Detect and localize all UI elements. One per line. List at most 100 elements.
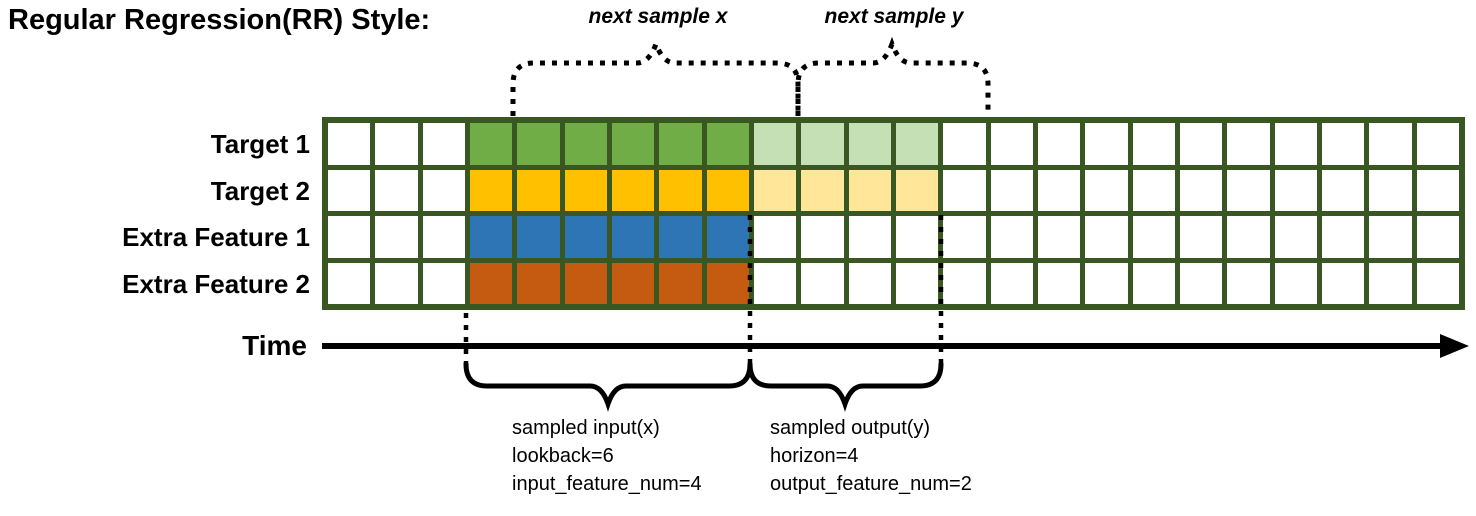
output-sample-line: output_feature_num=2 [770,473,972,495]
grid-cell [1037,262,1081,304]
grid-cell [1369,123,1412,165]
grid-cell [706,169,749,211]
grid-cell [753,169,797,211]
grid-cell [1227,216,1270,258]
grid-cell [706,123,749,165]
grid-cell [328,262,371,304]
grid-cell [848,262,891,304]
grid-cell [517,262,560,304]
grid-cell [753,216,797,258]
grid-cell [564,216,607,258]
grid-cell [517,216,560,258]
sampled-output-brace [747,361,944,412]
output-sample-annotation: sampled output(y) horizon=4 output_featu… [770,414,972,498]
input-sample-line: sampled input(x) [512,417,660,439]
grid-cell [611,123,655,165]
grid-cell [564,169,607,211]
grid-cell [659,262,702,304]
grid-cell [1037,216,1081,258]
grid-cell [1037,169,1081,211]
grid-cell [1037,123,1081,165]
grid-cell [659,216,702,258]
grid-cell [375,123,418,165]
grid-cell [1416,262,1459,304]
grid-cell [1179,262,1223,304]
grid-cell [1321,262,1365,304]
output-sample-line: horizon=4 [770,445,859,467]
input-sample-line: lookback=6 [512,445,614,467]
row-label-target-1: Target 1 [210,129,310,159]
grid-cell [1274,169,1317,211]
grid-cell [1085,123,1128,165]
grid-cell [517,169,560,211]
grid-cell [611,216,655,258]
grid-cell [943,262,986,304]
output-sample-line: sampled output(y) [770,417,931,439]
grid-cell [659,169,702,211]
input-sample-line: input_feature_num=4 [512,473,702,495]
grid-cell [375,216,418,258]
grid-cell [517,123,560,165]
grid-cell [1321,216,1365,258]
grid-cell [1132,169,1175,211]
grid-cell [753,123,797,165]
grid-cell [469,169,513,211]
grid-cell [611,262,655,304]
grid-cell [469,123,513,165]
grid-cell [801,262,844,304]
grid-cell [990,169,1033,211]
grid-cell [801,216,844,258]
grid-cell [1274,216,1317,258]
grid-cell [1132,216,1175,258]
grid-cell [1416,123,1459,165]
grid-cell [943,123,986,165]
grid-cell [895,262,939,304]
grid-cell [422,262,465,304]
sample-grid [322,117,1465,310]
time-axis-label: Time [242,330,307,361]
grid-cell [848,169,891,211]
next-sample-x-label: next sample x [588,5,728,28]
grid-cell [469,262,513,304]
grid-cell [1416,169,1459,211]
grid-cell [422,216,465,258]
row-label-target-2: Target 2 [210,176,310,206]
next-sample-x-brace [510,36,801,116]
grid-cell [1085,262,1128,304]
grid-cell [943,216,986,258]
grid-cell [375,262,418,304]
grid-cell [1132,262,1175,304]
grid-cell [1369,262,1412,304]
grid-cell [422,169,465,211]
grid-cell [1321,169,1365,211]
grid-cell [469,216,513,258]
grid-cell [943,169,986,211]
grid-cell [990,123,1033,165]
grid-cell [328,216,371,258]
grid-cell [706,216,749,258]
grid-cell [895,123,939,165]
grid-cell [1179,169,1223,211]
grid-cell [753,262,797,304]
grid-cell [895,216,939,258]
grid-cell [1274,262,1317,304]
grid-cell [1416,216,1459,258]
grid-cell [1132,123,1175,165]
input-sample-annotation: sampled input(x) lookback=6 input_featur… [512,414,702,498]
row-label-extra-feature-1: Extra Feature 1 [122,222,310,252]
next-sample-y-brace [795,36,991,116]
grid-cell [328,169,371,211]
grid-cell [1274,123,1317,165]
grid-cell [801,123,844,165]
grid-cell [1369,216,1412,258]
grid-cell [1227,123,1270,165]
grid-cell [848,123,891,165]
next-sample-y-label: next sample y [824,5,964,28]
grid-cell [1227,262,1270,304]
grid-cell [422,123,465,165]
grid-cell [375,169,418,211]
grid-cell [1085,169,1128,211]
grid-cell [1085,216,1128,258]
grid-cell [706,262,749,304]
